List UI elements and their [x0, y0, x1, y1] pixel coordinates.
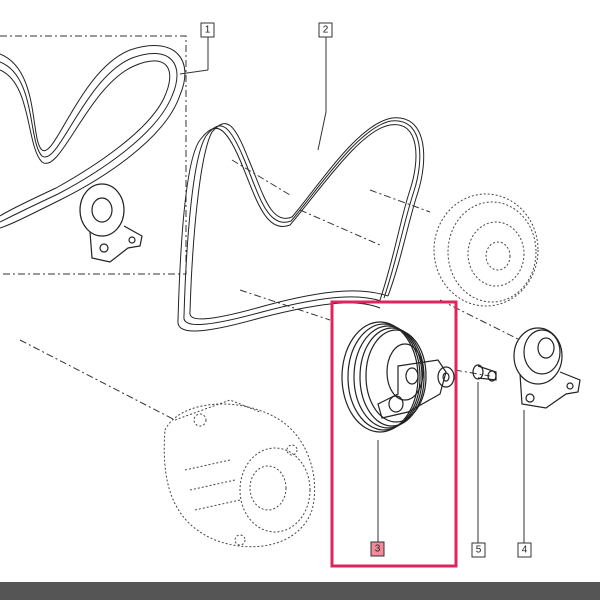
poly-v-belt: [177, 117, 425, 332]
callout-4[interactable]: 4: [517, 410, 532, 558]
highlight-frame[interactable]: [330, 300, 458, 568]
previous-assembly-frame: [0, 35, 187, 275]
idler-tensioner[interactable]: [513, 327, 581, 409]
alignment-lines: [19, 159, 521, 421]
callout-5[interactable]: 5: [471, 382, 486, 558]
previous-assembly-group: [0, 35, 187, 275]
callout-4-label: 4: [522, 545, 528, 556]
callout-3-highlight-box: [370, 541, 385, 557]
callout-1-label: 1: [205, 25, 211, 36]
crankshaft-pulley-ghost: [433, 193, 539, 307]
callout-2-label: 2: [323, 25, 329, 36]
callout-3[interactable]: 3: [370, 440, 385, 557]
belt-tensioner-previous: [79, 183, 143, 263]
callout-3-label: 3: [375, 544, 381, 555]
callout-5-label: 5: [476, 545, 482, 556]
bolt[interactable]: [472, 364, 497, 382]
accessory-belt-1: [0, 45, 186, 229]
footer-bar: [0, 582, 600, 600]
callout-1[interactable]: 1: [179, 22, 215, 75]
alternator-ghost: [163, 399, 316, 548]
tensioner-pulley-assembly[interactable]: [341, 321, 455, 433]
callout-2[interactable]: 2: [317, 22, 333, 151]
